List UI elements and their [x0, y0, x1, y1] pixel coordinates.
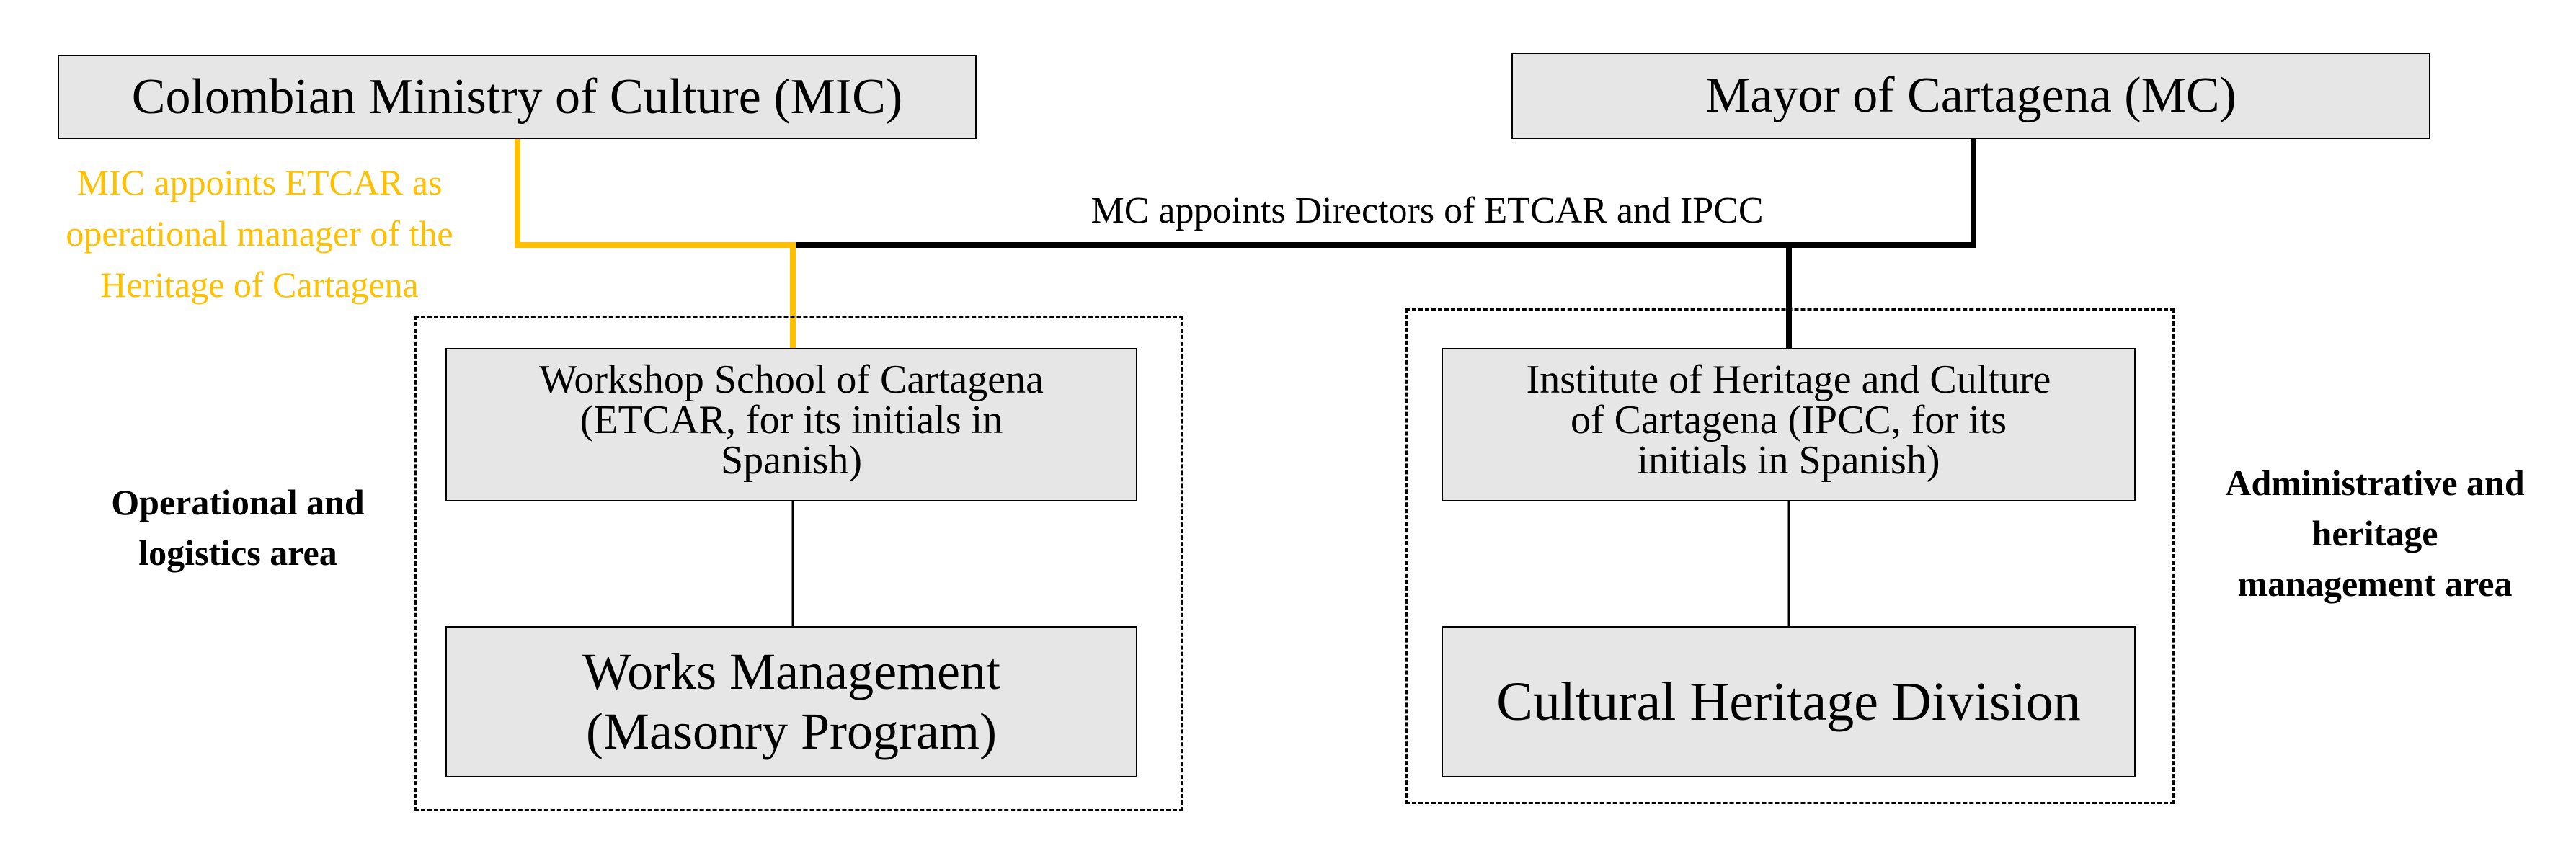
- operational-area-label: Operational and logistics area: [111, 482, 365, 573]
- administrative-area-label: Administrative and heritage management a…: [2225, 463, 2525, 604]
- mc-to-ipcc-line: [1786, 139, 1976, 348]
- mc-node-label: Mayor of Cartagena (MC): [1705, 68, 2237, 123]
- mic-node-label: Colombian Ministry of Culture (MIC): [131, 68, 903, 125]
- mc-appoints-label: MC appoints Directors of ETCAR and IPCC: [995, 189, 1860, 234]
- mc-node: Mayor of Cartagena (MC): [1511, 53, 2430, 139]
- etcar-node: Workshop School of Cartagena (ETCAR, for…: [445, 348, 1137, 501]
- etcar-node-label: Workshop School of Cartagena (ETCAR, for…: [539, 357, 1044, 483]
- cultural-heritage-division-node-label: Cultural Heritage Division: [1496, 671, 2081, 732]
- ipcc-node-label: Institute of Heritage and Culture of Car…: [1526, 357, 2051, 483]
- cultural-heritage-division-node: Cultural Heritage Division: [1442, 626, 2136, 777]
- ipcc-node: Institute of Heritage and Culture of Car…: [1442, 348, 2136, 501]
- administrative-area-frame: [1405, 308, 2175, 804]
- operational-area-frame: [414, 316, 1183, 811]
- mic-to-etcar-line: [515, 139, 796, 348]
- mic-node: Colombian Ministry of Culture (MIC): [58, 55, 977, 139]
- works-management-node-label: Works Management (Masonry Program): [582, 643, 1001, 760]
- works-management-node: Works Management (Masonry Program): [445, 626, 1137, 777]
- mic-appoints-label: MIC appoints ETCAR as operational manage…: [66, 162, 453, 305]
